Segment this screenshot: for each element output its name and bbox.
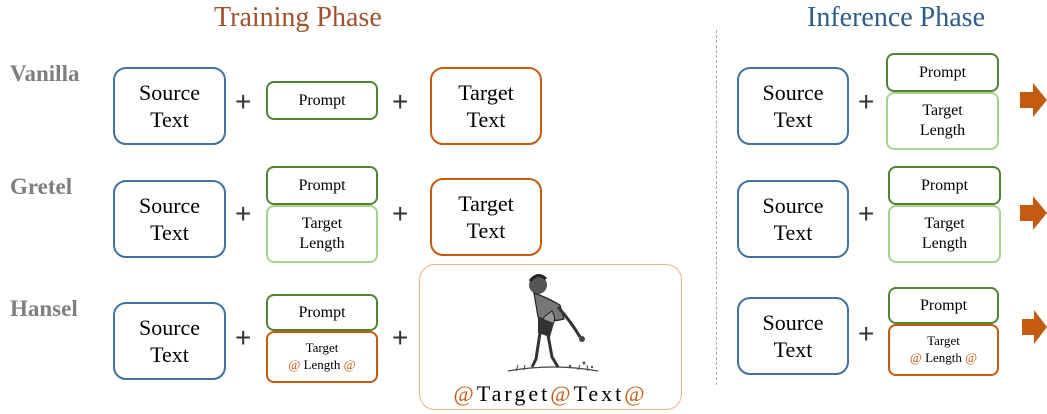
length-label-line1: Target — [305, 340, 339, 356]
right-arrow-icon — [1020, 196, 1047, 230]
target-label-line1: Target — [458, 79, 514, 105]
source-label-line2: Text — [150, 107, 189, 132]
length-label-line1: Target — [924, 215, 965, 232]
source-label-line2: Text — [773, 337, 813, 362]
marker-symbol: @ — [965, 350, 978, 365]
length-label-line1: Target — [301, 215, 343, 232]
row-label-gretel: Gretel — [10, 174, 73, 199]
hansel-target-word: Target — [476, 381, 551, 406]
inference-hansel-length-box: Target @ Length @ — [888, 324, 999, 376]
source-label-line2: Text — [773, 107, 813, 132]
row-label-vanilla: Vanilla — [10, 61, 80, 86]
target-label-line2: Text — [466, 107, 506, 132]
source-label-line1: Source — [762, 79, 824, 105]
phase-divider — [716, 30, 717, 385]
length-label-line1: Target — [927, 333, 960, 349]
inference-gretel-prompt-box: Prompt — [888, 166, 1001, 205]
plus-operator: + — [392, 322, 409, 353]
source-label-line1: Source — [762, 309, 824, 335]
plus-operator: + — [235, 86, 252, 117]
inference-hansel-prompt-box: Prompt — [888, 287, 999, 324]
right-arrow-icon — [1020, 83, 1047, 117]
plus-operator: + — [858, 86, 875, 117]
length-label-line2: Length — [921, 235, 968, 252]
hansel-marked-target-text: @Target@Text@ — [420, 381, 681, 407]
marker-symbol: @ — [453, 381, 477, 406]
length-label-word: Length — [925, 350, 962, 365]
marker-symbol: @ — [288, 357, 301, 372]
source-label-line1: Source — [138, 192, 201, 218]
plus-operator: + — [235, 198, 252, 229]
boy-picking-breadcrumbs-illustration — [507, 274, 599, 372]
training-phase-title: Training Phase — [214, 2, 382, 33]
prompt-label: Prompt — [298, 91, 346, 109]
training-hansel-prompt-box: Prompt — [266, 294, 378, 331]
source-label-line1: Source — [138, 314, 201, 340]
source-label-line2: Text — [773, 220, 813, 245]
prompt-label: Prompt — [919, 296, 968, 314]
training-gretel-prompt-box: Prompt — [266, 166, 378, 205]
training-hansel-target-panel: @Target@Text@ — [419, 264, 682, 410]
right-arrow-icon — [1022, 310, 1047, 344]
plus-operator: + — [392, 198, 409, 229]
marker-symbol: @ — [909, 350, 922, 365]
row-label-hansel: Hansel — [10, 296, 78, 321]
prompt-label: Prompt — [298, 303, 346, 321]
source-label-line2: Text — [150, 342, 189, 367]
source-label-line2: Text — [150, 220, 189, 245]
marker-symbol: @ — [624, 381, 648, 406]
prompt-label: Prompt — [918, 63, 967, 81]
inference-phase-title: Inference Phase — [807, 2, 986, 33]
target-label-line2: Text — [466, 218, 506, 243]
plus-operator: + — [392, 86, 409, 117]
length-label-line1: Target — [922, 102, 963, 119]
inference-vanilla-prompt-box: Prompt — [886, 53, 999, 92]
plus-operator: + — [858, 318, 875, 349]
prompt-label: Prompt — [920, 176, 969, 194]
marker-symbol: @ — [550, 381, 574, 406]
plus-operator: + — [235, 322, 252, 353]
marker-symbol: @ — [343, 357, 356, 372]
training-hansel-length-box: Target @ Length @ — [266, 331, 378, 383]
source-label-line1: Source — [762, 192, 824, 218]
length-label-line2: Length — [299, 235, 345, 252]
plus-operator: + — [858, 198, 875, 229]
target-label-line1: Target — [458, 190, 514, 216]
prompt-label: Prompt — [298, 176, 346, 194]
length-label-word: Length — [303, 357, 341, 372]
hansel-text-word: Text — [573, 381, 625, 406]
source-label-line1: Source — [138, 79, 201, 105]
training-vanilla-prompt-box: Prompt — [266, 81, 378, 120]
length-label-line2: Length — [919, 122, 966, 139]
